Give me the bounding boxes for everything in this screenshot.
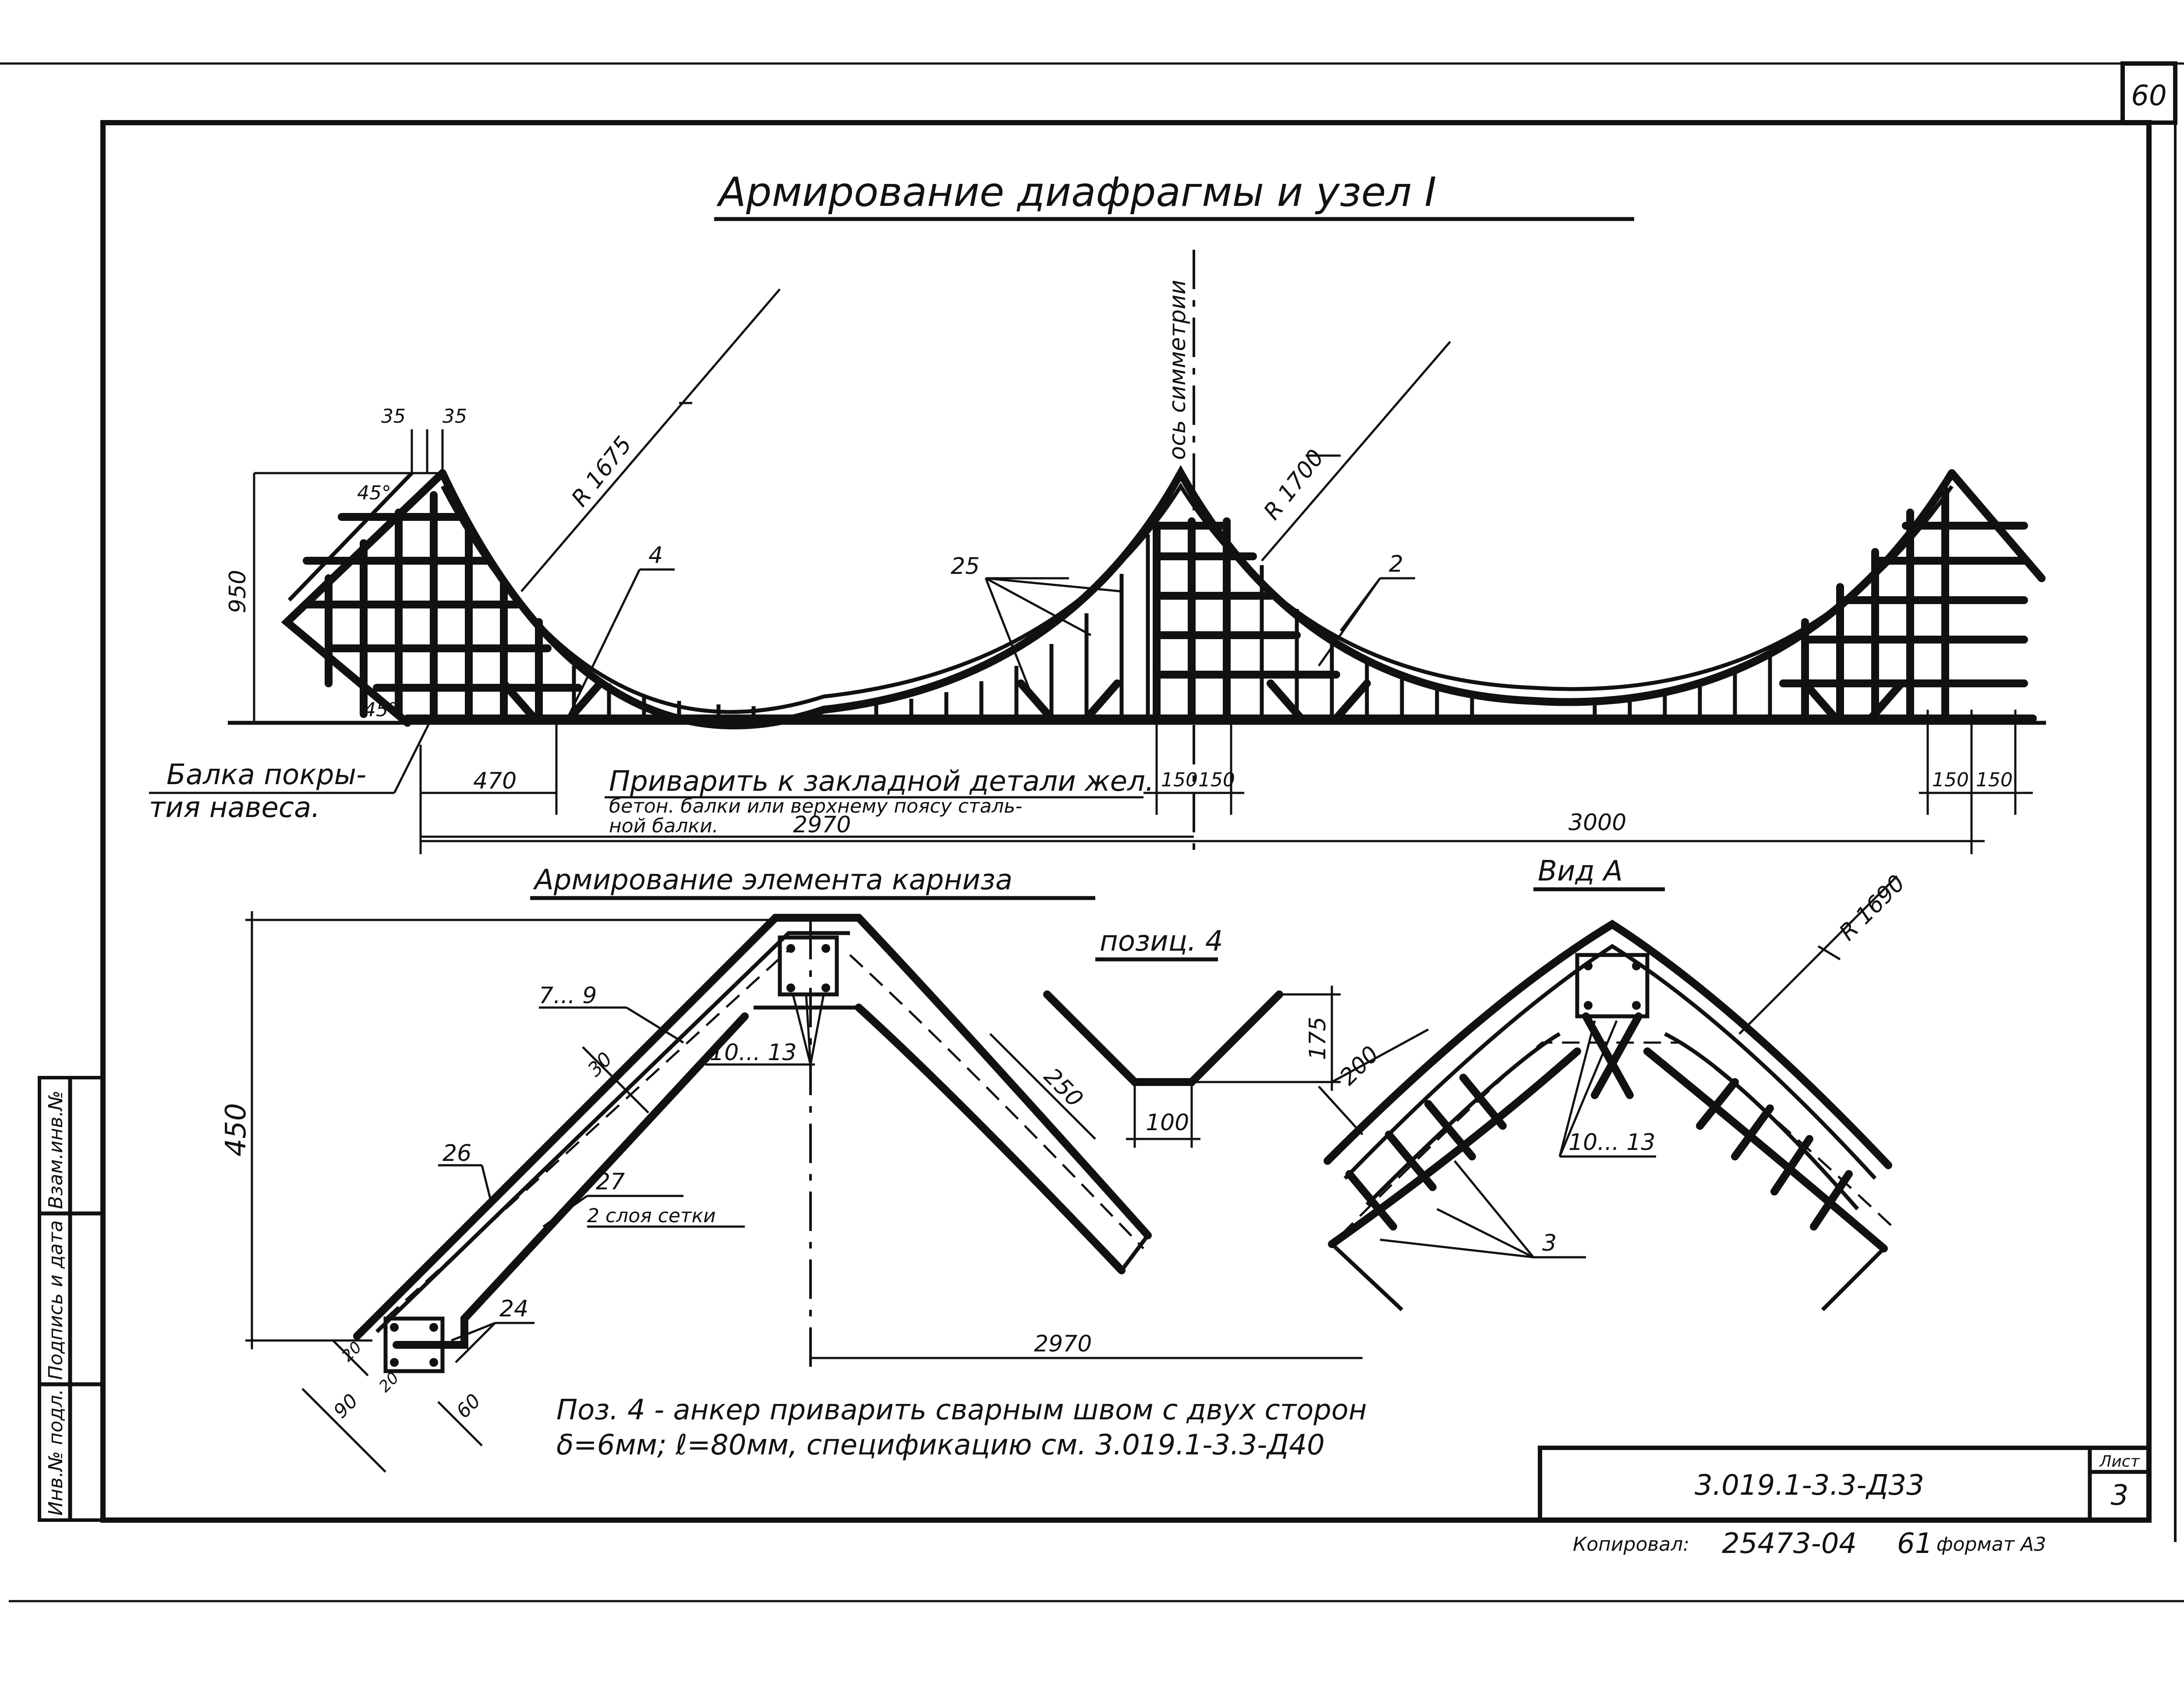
view-a-left-inner	[1328, 1047, 1581, 1248]
pos-26-label: 26	[442, 1140, 471, 1167]
dim-3000-label: 3000	[1568, 810, 1626, 836]
anchor-note: Поз. 4 - анкер приварить сварным швом с …	[556, 1394, 1367, 1461]
dim-150-b: 150	[1198, 769, 1235, 791]
anchor-note-line-1: Поз. 4 - анкер приварить сварным швом с …	[556, 1394, 1367, 1426]
dim-175-label: 175	[1305, 1017, 1331, 1060]
radius-left-leader	[520, 288, 781, 592]
radius-right-label: R 1700	[1259, 445, 1329, 525]
dim-150-d: 150	[1976, 769, 2013, 791]
v-anchors	[500, 679, 1905, 722]
cornice-height-label: 450	[220, 1103, 252, 1156]
angle-bottom-label: 45°	[364, 699, 398, 721]
pos-7-9-label: 7... 9	[539, 983, 597, 1009]
dim-2970-label: 2970	[793, 812, 851, 838]
dim-height-label: 950	[225, 570, 251, 613]
view-a-pos-10-13-label: 10... 13	[1568, 1129, 1655, 1156]
stamp-signature-date: Подпись и дата	[45, 1220, 67, 1380]
anchor-note-line-2: δ=6мм; ℓ=80мм, спецификацию см. 3.019.1-…	[556, 1429, 1325, 1461]
beam-label-2: тия навеса.	[149, 792, 320, 824]
angle-top-label: 45°	[357, 482, 391, 504]
cornice-slab-outer	[353, 914, 863, 1340]
radius-left-label: R 1675	[566, 431, 637, 512]
diaphragm-inner-edge	[441, 482, 1954, 714]
cornice-curve-outer	[855, 914, 1152, 1239]
view-a-right-inner	[1643, 1047, 1888, 1252]
stamp-inv-orig: Инв.№ подл.	[45, 1389, 67, 1516]
copy-number: 25473-04	[1722, 1528, 1857, 1560]
dim-60-label: 60	[452, 1390, 485, 1423]
cornice-title: Армирование элемента карниза	[533, 864, 1012, 896]
beam-label-1: Балка покры-	[166, 759, 366, 791]
arc-stirrups-right	[1260, 565, 1772, 718]
copy-suffix: 61	[1897, 1528, 1933, 1560]
stamp-replace-inv: Взам.инв.№	[45, 1090, 67, 1209]
dim-150-a: 150	[1161, 769, 1198, 791]
sheet-number: 3	[2111, 1479, 2129, 1512]
inner-frame	[100, 120, 2152, 1523]
view-a-drawing: Вид А R 1690	[1318, 855, 1910, 1312]
cornice-slab-inner	[393, 1012, 749, 1349]
title-block-frame	[1538, 1446, 2151, 1522]
pos-27-label: 27	[596, 1169, 625, 1195]
center-mesh	[1153, 517, 1340, 718]
symmetry-axis-label: ось симметрии	[1165, 280, 1191, 460]
view-a-pos-3-label: 3	[1542, 1230, 1557, 1256]
bottom-node-box	[383, 1316, 445, 1373]
page-number-box	[2120, 61, 2177, 125]
cornice-drawing: Армирование элемента карниза 450	[220, 864, 1363, 1473]
dim-100-label: 100	[1146, 1110, 1189, 1136]
view-a-radius-leader	[1738, 875, 1898, 1035]
cornice-dim-2970-label: 2970	[1034, 1331, 1092, 1357]
dim-470-label: 470	[473, 768, 517, 794]
position4-title: позиц. 4	[1100, 925, 1223, 958]
mesh-note: 2 слоя сетки	[587, 1205, 716, 1227]
dim-150-c: 150	[1932, 769, 1969, 791]
radius-right-leader	[1261, 341, 1451, 562]
view-a-dim-200-label: 200	[1335, 1041, 1384, 1091]
left-mesh	[303, 491, 582, 718]
view-a-radius-label: R 1690	[1834, 870, 1910, 946]
view-a-outer-arc	[1324, 920, 1892, 1169]
pos-2-label: 2	[1389, 551, 1403, 577]
top-node-box	[778, 935, 839, 997]
right-mesh	[1779, 487, 2028, 718]
diaphragm-drawing: Армирование диафрагмы и узел I	[149, 169, 2046, 859]
dim-35-a: 35	[381, 405, 406, 428]
diaphragm-title: Армирование диафрагмы и узел I	[716, 169, 1437, 216]
arc-stirrups-left	[572, 534, 1150, 718]
weld-note-1: Приварить к закладной детали жел.	[609, 765, 1154, 798]
dim-35-b: 35	[442, 405, 467, 428]
view-a-bars	[1345, 1074, 1853, 1231]
doc-code: 3.019.1-3.3-Д33	[1695, 1469, 1924, 1502]
page-number: 60	[2131, 80, 2166, 112]
weld-note-2: бетон. балки или верхнему поясу сталь-	[609, 795, 1022, 817]
cornice-curve-inner	[855, 1004, 1126, 1274]
dim-90-label: 90	[329, 1390, 363, 1423]
pos-10-13-label: 10... 13	[710, 1040, 796, 1066]
side-stamp: Взам.инв.№ Подпись и дата Инв.№ подл.	[38, 1076, 105, 1522]
pos-24-label: 24	[499, 1296, 528, 1322]
format-label: формат А3	[1936, 1533, 2046, 1556]
title-block: Лист 3 3.019.1-3.3-Д33 Копировал: 25473-…	[1538, 1446, 2151, 1560]
weld-note-3: ной балки.	[609, 815, 719, 837]
copied-by-label: Копировал:	[1573, 1533, 1689, 1556]
anchor-v-shape	[1043, 990, 1283, 1086]
dim-250-label: 250	[1039, 1063, 1088, 1113]
position4-drawing: позиц. 4 250 175 100	[989, 925, 1341, 1148]
view-a-node-box	[1575, 953, 1650, 1019]
sheet-label: Лист	[2099, 1453, 2140, 1471]
dim-a-label: 20	[338, 1338, 365, 1365]
sheet-frame: 60	[0, 61, 2184, 1602]
pos-25-label: 25	[951, 553, 980, 580]
pos-4-label: 4	[648, 542, 663, 569]
view-a-title: Вид А	[1538, 855, 1623, 888]
